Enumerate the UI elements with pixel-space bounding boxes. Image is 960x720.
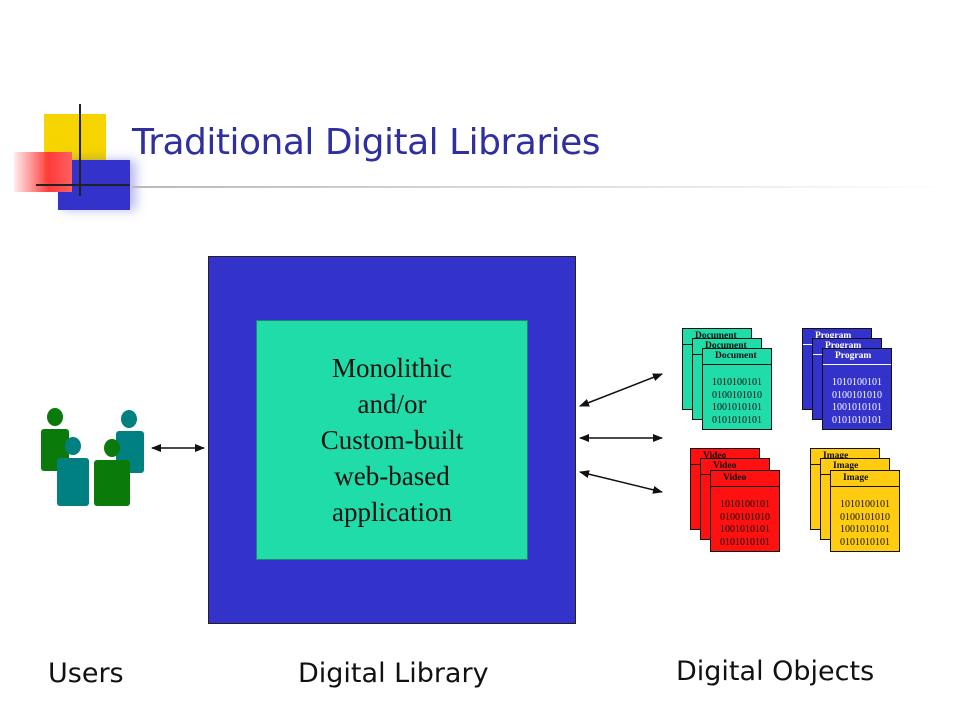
bit-row: 0101010101 [720, 536, 770, 548]
objects-caption: Digital Objects [676, 656, 875, 687]
card-label: Video [711, 471, 779, 487]
application-label: Monolithic and/or Custom-built web-based… [321, 350, 464, 530]
binary-data: 1010100101 0100101010 1001010101 0101010… [823, 365, 891, 427]
application-box: Monolithic and/or Custom-built web-based… [256, 320, 528, 560]
binary-data: 1010100101 0100101010 1001010101 0101010… [831, 487, 899, 549]
bit-row: 0101010101 [832, 414, 882, 426]
title-decoration-vertical-line [79, 104, 81, 196]
binary-data: 1010100101 0100101010 1001010101 0101010… [703, 365, 771, 427]
bit-row: 0100101010 [840, 511, 890, 523]
bit-row: 1001010101 [832, 402, 882, 413]
image-card-front: Image 1010100101 0100101010 1001010101 0… [830, 470, 900, 552]
title-decoration-horizontal-line [36, 184, 130, 186]
binary-data: 1010100101 0100101010 1001010101 0101010… [711, 487, 779, 549]
app-line: and/or [357, 389, 427, 419]
video-card-front: Video 1010100101 0100101010 1001010101 0… [710, 470, 780, 552]
library-caption: Digital Library [298, 658, 489, 689]
app-line: Monolithic [331, 353, 452, 383]
card-label: Image [831, 471, 899, 487]
bit-row: 0100101010 [720, 511, 770, 523]
bit-row: 1010100101 [832, 377, 882, 388]
title-underline [132, 186, 952, 188]
app-line: web-based [334, 461, 450, 491]
bit-row: 1001010101 [720, 524, 770, 535]
bit-row: 0100101010 [712, 389, 762, 401]
bit-row: 1010100101 [840, 499, 890, 510]
bit-row: 1010100101 [720, 499, 770, 510]
card-label: Program [823, 349, 891, 365]
bit-row: 1001010101 [840, 524, 890, 535]
bit-row: 1001010101 [712, 402, 762, 413]
bit-row: 0100101010 [832, 389, 882, 401]
app-line: application [332, 497, 452, 527]
users-group-icon [41, 408, 144, 506]
users-caption: Users [48, 658, 124, 689]
library-video-arrow [579, 470, 663, 494]
bit-row: 0101010101 [840, 536, 890, 548]
card-label: Document [703, 349, 771, 365]
document-card-front: Document 1010100101 0100101010 100101010… [702, 348, 772, 430]
library-document-arrow [579, 373, 663, 407]
app-line: Custom-built [320, 425, 464, 455]
program-card-front: Program 1010100101 0100101010 1001010101… [822, 348, 892, 430]
slide-title: Traditional Digital Libraries [132, 122, 601, 163]
bit-row: 1010100101 [712, 377, 762, 388]
bit-row: 0101010101 [712, 414, 762, 426]
